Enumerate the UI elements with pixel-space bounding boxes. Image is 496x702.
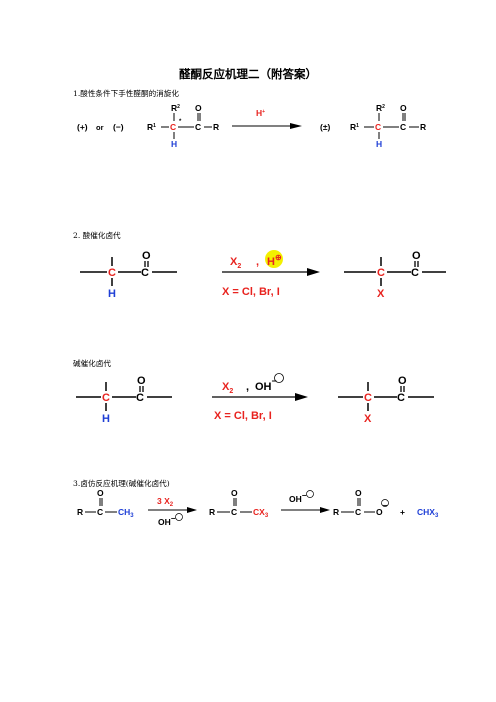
arrow-head	[290, 123, 302, 129]
halogen-condition: X = Cl, Br, I	[214, 410, 272, 422]
carbonyl-C-2: C	[231, 507, 237, 517]
carbonyl-C-right: C	[411, 267, 419, 279]
comma: ,	[256, 256, 259, 268]
halogen-condition: X = Cl, Br, I	[222, 286, 280, 298]
carbonyl-O: O	[137, 375, 146, 387]
alpha-C-left: C	[108, 267, 116, 279]
reagent-X2: X2	[222, 381, 233, 395]
X-product: X	[364, 413, 372, 425]
racemization-scheme: (+) or (−) R1 C * R2 H C O R H+ (±) R1 C…	[77, 103, 426, 149]
plus-label: (+)	[77, 122, 88, 132]
carbonyl-O-2: O	[231, 488, 238, 498]
reagent-3X2: 3 X2	[157, 496, 174, 508]
R-intermediate: R	[209, 507, 215, 517]
alpha-C-left: C	[102, 392, 110, 404]
arrow-head	[307, 268, 320, 276]
or-label: or	[96, 123, 104, 132]
H-left: H	[171, 139, 177, 149]
R1-right: R1	[350, 122, 359, 132]
H-alpha: H	[102, 413, 110, 425]
methyl-group: CH3	[118, 507, 134, 519]
alpha-C-right: C	[364, 392, 372, 404]
R-product: R	[333, 507, 339, 517]
section2b-heading: 碱催化卤代	[73, 359, 111, 368]
carbonyl-O-right: O	[412, 250, 421, 262]
chiral-carbon-right: C	[375, 122, 381, 132]
R-left: R	[213, 122, 219, 132]
carboxylate-O: O−	[376, 501, 388, 517]
trihalomethyl-group: CX3	[253, 507, 269, 519]
racemic-label: (±)	[320, 122, 330, 132]
R-start: R	[77, 507, 83, 517]
X-product: X	[377, 288, 385, 300]
acid-halogenation-scheme: C H C O X2 , H⊕ X = Cl, Br, I C X C O	[80, 250, 446, 300]
haloform-scheme: R C O CH3 3 X2 OH− R C O CX3 OH− R C O O…	[77, 488, 439, 527]
page-title: 醛酮反应机理二（附答案）	[179, 67, 317, 81]
section2-heading: 2. 酸催化卤代	[73, 231, 121, 240]
base-halogenation-scheme: C H C O X2 , OH− X = Cl, Br, I C X C O	[76, 373, 434, 425]
chiral-star: *	[179, 119, 182, 125]
R1-left: R1	[147, 122, 156, 132]
carbonyl-C-3: C	[355, 507, 361, 517]
reagent-H-plus: H⊕	[267, 253, 282, 268]
haloform-product: CHX3	[417, 507, 439, 519]
arrow-head	[295, 393, 308, 401]
section1-heading: 1.酸性条件下手性醛酮的消旋化	[73, 89, 179, 98]
minus-label: (−)	[113, 122, 124, 132]
section3-heading: 3.卤仿反应机理(碱催化卤代)	[73, 479, 170, 488]
H-alpha: H	[108, 288, 116, 300]
plus-sign: +	[400, 507, 405, 517]
chiral-carbon-left: C	[170, 122, 176, 132]
reagent-X2: X2	[230, 256, 241, 270]
reagent-OH-minus: OH−	[255, 376, 277, 393]
carbonyl-O-right: O	[398, 375, 407, 387]
carbonyl-C-left: C	[195, 122, 201, 132]
comma: ,	[246, 381, 249, 393]
carbonyl-C-1: C	[97, 507, 103, 517]
carbonyl-O: O	[142, 250, 151, 262]
carbonyl-O-3: O	[355, 488, 362, 498]
highlight-circle	[265, 250, 283, 268]
carbonyl-O-right: O	[400, 103, 407, 113]
alpha-C-right: C	[377, 267, 385, 279]
carbonyl-O-left: O	[195, 103, 202, 113]
carbonyl-O-1: O	[97, 488, 104, 498]
carbonyl-C-right: C	[400, 122, 406, 132]
reagent-H-plus: H+	[256, 108, 265, 118]
carbonyl-C-right: C	[397, 392, 405, 404]
R-right: R	[420, 122, 426, 132]
R2-left: R2	[171, 103, 180, 113]
reagent-OH-2: OH−	[289, 491, 307, 504]
carbonyl-C: C	[141, 267, 149, 279]
carbonyl-C: C	[136, 392, 144, 404]
reagent-OH-1: OH−	[158, 514, 176, 527]
R2-right: R2	[376, 103, 385, 113]
H-right: H	[376, 139, 382, 149]
